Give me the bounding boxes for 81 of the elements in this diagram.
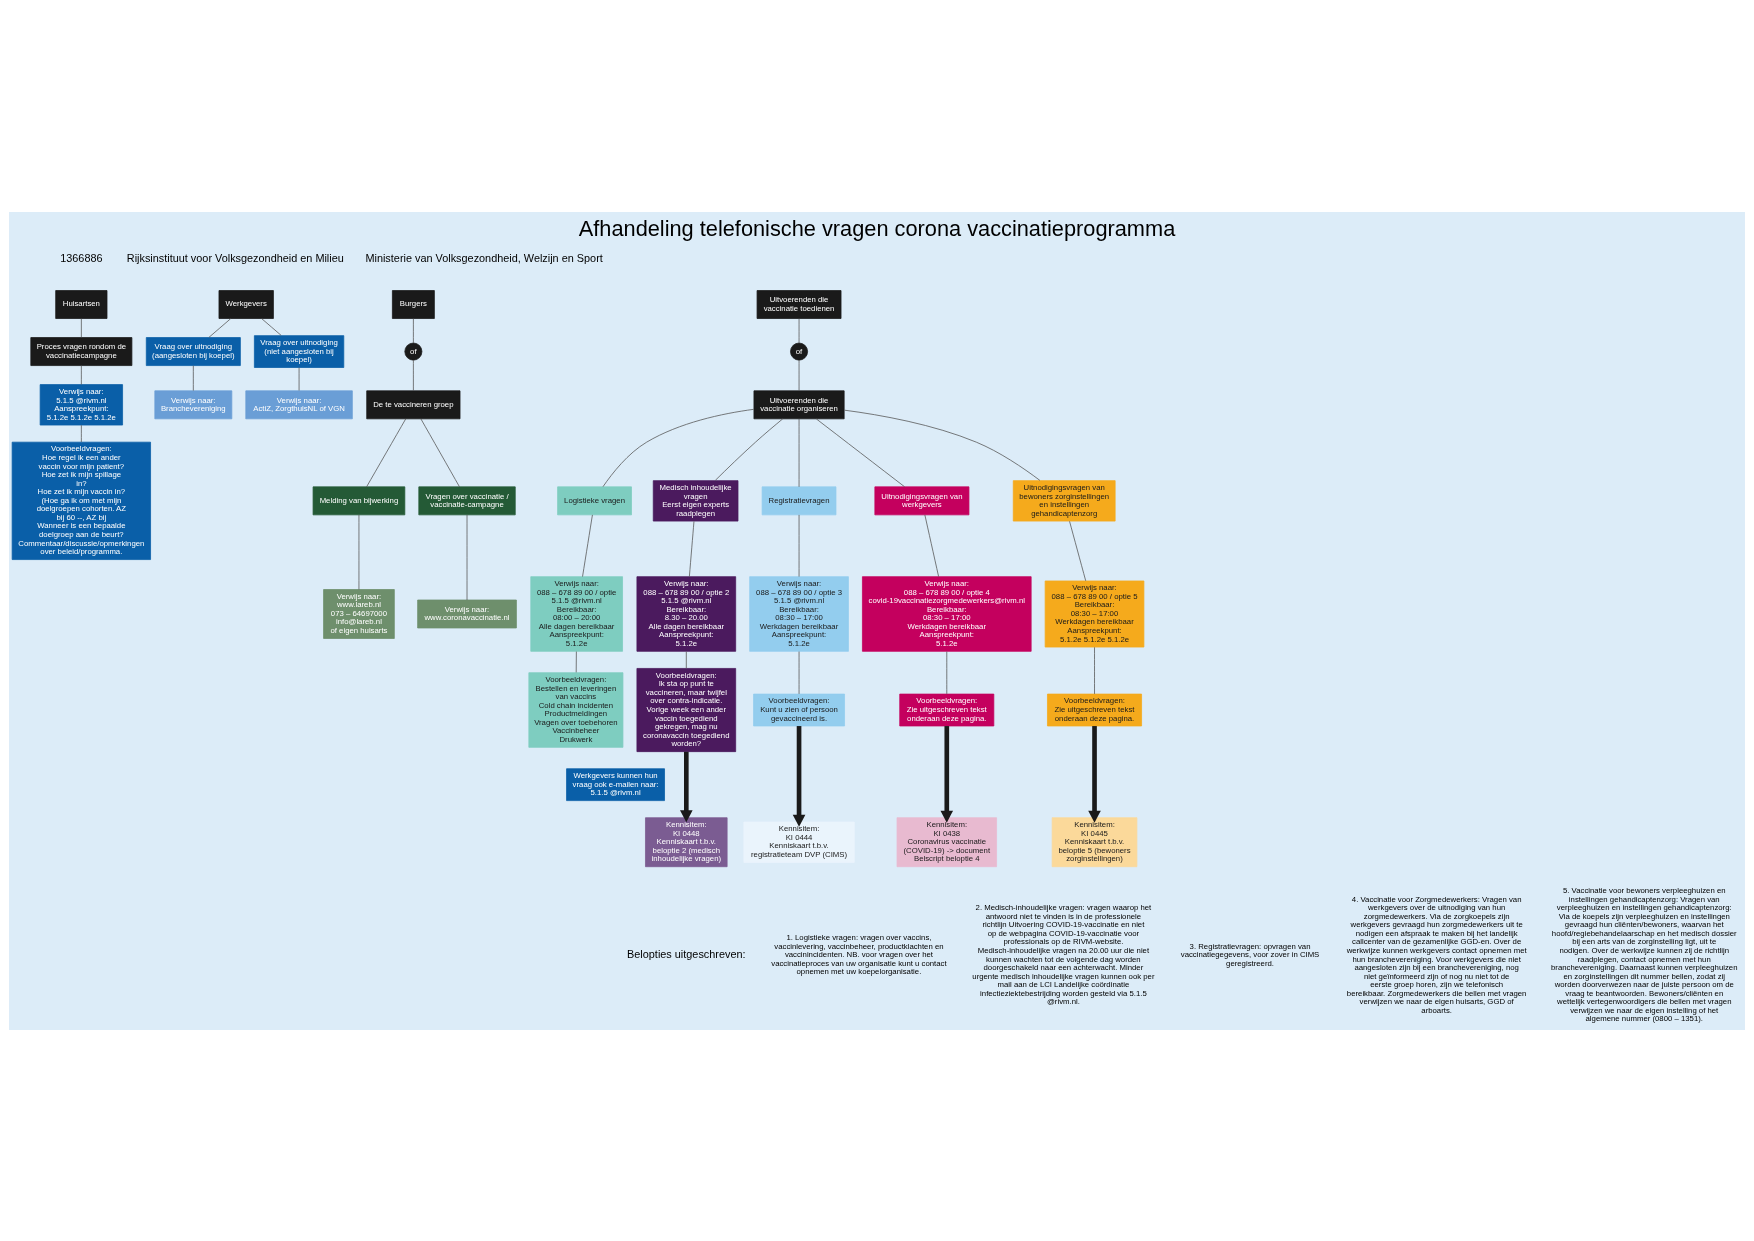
connector [685,650,687,669]
node-box: Voorbeeldvragen: Zie uitgeschreven tekst onderaan deze pagina. [899,693,995,726]
connector [689,520,695,577]
connector [816,418,906,487]
connector [798,359,800,391]
node-box: Verwijs naar: 088 – 678 89 00 / optie 3 5.1.5 @rivm.nl Bereikbaar: 08:30 – 17:00 Werkdagen bereikbaar Aanspreekpunt: 5.1.2e [749,575,849,652]
node-box: Logistieke vragen [557,486,632,515]
node-box: Voorbeeldvragen: Bestellen en leveringen van vaccins Cold chain incidenten Productmeldingen Vragen over toebehoren Vaccinbeheer Drukwerk [528,671,624,748]
node-box: Vraag over uitnodiging (niet aangesloten bij koepel) [253,334,345,368]
node-box: Medisch inhoudelijke vragen Eerst eigen experts raadplegen [652,479,739,521]
node-box: Proces vragen rondom de vaccinatiecampagne [30,336,133,366]
node-box: Verwijs naar: 088 – 678 89 00 / optie 5.1.5 @rivm.nl Bereikbaar: 08:00 – 20:00 Alle dagen bereikbaar Aanspreekpunt: 5.1.2e [530,575,623,652]
node-box: Burgers [392,289,435,319]
node-box: Verwijs naar: ActiZ, ZorgthuisNL of VGN [245,389,353,419]
label: 1. Logistieke vragen: vragen over vaccins, vaccinlevering, vaccinbeheer, productklachten en vaccinincidenten. NB. voor vragen over het vaccinatieproces van uw organisatie kunt u contact opnemen met uw koepelorganisatie. [771,932,947,976]
node-box: Melding van bijwerking [312,486,406,515]
node-box: Voorbeeldvragen: Ik sta op punt te vaccineren, maar twijfel over contra-indicatie. Vorige week een ander vaccin toegediend gekregen, mag nu coronavaccin toegediend worden? [636,667,737,752]
node-box: Huisartsen [55,289,108,319]
label: Ministerie van Volksgezondheid, Welzijn en Sport [365,251,603,264]
arrow [792,725,806,827]
connector [602,408,755,487]
connector [80,317,82,338]
diagram-title: Afhandeling telefonische vragen corona vaccinatieprogramma [578,215,1176,241]
node-box: Werkgevers kunnen hun vraag ook e-mailen naar: 5.1.5 @rivm.nl [566,767,665,801]
connector [192,364,194,391]
label: 2. Medisch-inhoudelijke vragen: vragen waarop het antwoord niet te vinden is in de professionele richtlijn Uitvoering COVID-19-vaccinatie en niet op de webpagina COVID-19-vaccinatie voor professionals op de RIVM-website. Medisch-inhoudelijke vragen na 20.00 uur die niet kunnen wachten tot de volgende dag worden doorgeschakeld naar een achterwacht. Minder urgente medisch inhoudelijke vragen kunnen ook per mail aan de LCI Landelijke coördinatie infectieziektebestrijding worden gesteld via 5.1.5 @rivm.nl. [972,902,1155,1006]
node-box: Vragen over vaccinatie / vaccinatie-campagne [418,486,516,515]
connector [420,418,460,487]
arrow [940,725,954,823]
connector [1069,520,1087,581]
node-box: Uitnodigingsvragen van bewoners zorginstellingen en instellingen gehandicaptenzorg [1012,479,1116,521]
arrow [680,751,693,822]
node-box: Vraag over uitnodiging (aangesloten bij koepel) [145,336,241,366]
connector [946,650,948,694]
connector [714,418,784,481]
label: Belopties uitgeschreven: [627,947,746,960]
label: 1366886 [60,251,103,264]
connector [582,514,593,577]
label: Rijksinstituut voor Volksgezondheid en Milieu [126,251,344,264]
label: 3. Registratievragen: opvragen van vaccinatiegegevens, voor zover in CIMS geregistreerd. [1180,941,1320,968]
node-box: Registratievragen [761,486,837,515]
node-box: Verwijs naar: www.lareb.nl 073 – 64697000 info@lareb.nl of eigen huisarts [323,588,395,639]
node-box: Werkgevers [218,289,274,319]
connector [844,409,1041,481]
node-box: Uitnodigingsvragen van werkgevers [874,486,970,515]
connector [924,514,939,577]
node-box: Verwijs naar: 088 – 678 89 00 / optie 2 5.1.5 @rivm.nl Bereikbaar: 8.30 – 20.00 Alle dagen bereikbaar Aanspreekpunt: 5.1.2e [636,575,737,652]
connector [413,359,414,391]
node-box: Kennisitem: KI 0438 Coronavirus vaccinatie (COVID-19) -> document Belscript beloptie 4 [896,816,997,867]
connector [575,650,577,673]
node-circle: of [790,342,808,360]
node-box: Kennisitem: KI 0445 Kenniskaart t.b.v. beloptie 5 (bewoners zorginstellingen) [1051,816,1138,867]
node-box: Uitvoerenden die vaccinatie toedienen [756,289,842,319]
connector [80,424,82,442]
arrow [1088,725,1101,823]
label: 5. Vaccinatie voor bewoners verpleeghuizen en instellingen gehandicaptenzorg: Vragen van verpleeghuizen en instellingen gehandicaptenzorg: Via de koepels zijn verpleeghuizen en instellingen gevraagd hun cliënten/bewoners, waarvan het hoofd/regiebehandelaarschap en het medisch dossier bij een arts van de zorginstelling ligt, uit te nodigen. Over de werkwijze kunnen zij de richtlijn raadplegen, contact opnemen met hun branchevereniging. Daarnaast kunnen verpleeghuizen en zorginstellingen dit nummer bellen, zodat zij worden doorverwezen naar de juiste persoon om de vraag te beantwoorden. Bewoners/cliënten en wettelijk vertegenwoordigers die bellen met vragen verwijzen we naar de eigen instelling of het algemene nummer (0800 – 1351). [1551,885,1738,1023]
node-box: Voorbeeldvragen: Zie uitgeschreven tekst onderaan deze pagina. [1047,693,1142,726]
connector [298,366,300,391]
connector [261,317,282,336]
connector [358,514,360,590]
node-box: Voorbeeldvragen: Kunt u zien of persoon gevaccineerd is. [753,693,845,726]
node-circle: of [404,342,423,360]
node-box: Kennisitem: KI 0444 Kenniskaart t.b.v. registratieteam DVP (CIMS) [743,821,855,863]
node-box: Verwijs naar: 088 – 678 89 00 / optie 5 Bereikbaar: 08:30 – 17:00 Werkdagen bereikbaar Aanspreekpunt: 5.1.2e 5.1.2e 5.1.2e [1044,580,1145,647]
node-box: Verwijs naar: Branchevereniging [154,389,233,419]
node-box: Kennisitem: KI 0448 Kenniskaart t.b.v. beloptie 2 (medisch inhoudelijke vragen) [645,816,728,867]
node-box: Verwijs naar: 5.1.5 @rivm.nl Aanspreekpunt: 5.1.2e 5.1.2e 5.1.2e [39,383,123,425]
node-box: Verwijs naar: 088 – 678 89 00 / optie 4 covid-19vaccinatiezorgmedewerkers@rivm.nl Bereikbaar: 08:30 – 17:00 Werkdagen bereikbaar Aanspreekpunt: 5.1.2e [862,575,1032,652]
node-box: Verwijs naar: www.coronavaccinatie.nl [417,599,517,628]
connector [208,317,231,338]
connector [466,514,468,600]
node-box: De te vaccineren groep [366,389,461,419]
connector [798,418,800,487]
connector [798,317,800,343]
node-box: Voorbeeldvragen: Hoe regel ik een ander vaccin voor mijn patient? Hoe zet ik mijn spillage in? Hoe zet ik mijn vaccin in? (Hoe ga ik om met mijn doelgroepen cohorten. AZ bij 60 --, AZ bij Wanneer is een bepaalde doelgroep aan de beurt? Commentaar/discussie/opmerkingen over beleid/programma. [11,441,151,560]
connector [1094,646,1095,694]
label: 4. Vaccinatie voor Zorgmedewerkers: Vragen van werkgevers over de uitnodiging van hun zorgmedewerkers. Via de zorgkoepels zijn werkgevers gevraagd hun zorgmedewerkers uit te nodigen een afspraak te maken bij het landelijk callcenter van de gezamenlijke GGD-en. Over de werkwijze kunnen werkgevers contact opnemen met hun branchevereniging. Voor werkgevers die niet aangesloten zijn bij een branchevereniging, nog niet geïnformeerd zijn of nog nu niet tot de eerste groep horen, zijn we telefonisch bereikbaar. Zorgmedewerkers die bellen met vragen verwijzen we naar de eigen huisarts, GGD of arboarts. [1346,894,1527,1015]
connector [366,418,407,487]
node-box: Uitvoerenden die vaccinatie organiseren [753,389,845,419]
connector [413,317,414,343]
connector [80,364,82,385]
